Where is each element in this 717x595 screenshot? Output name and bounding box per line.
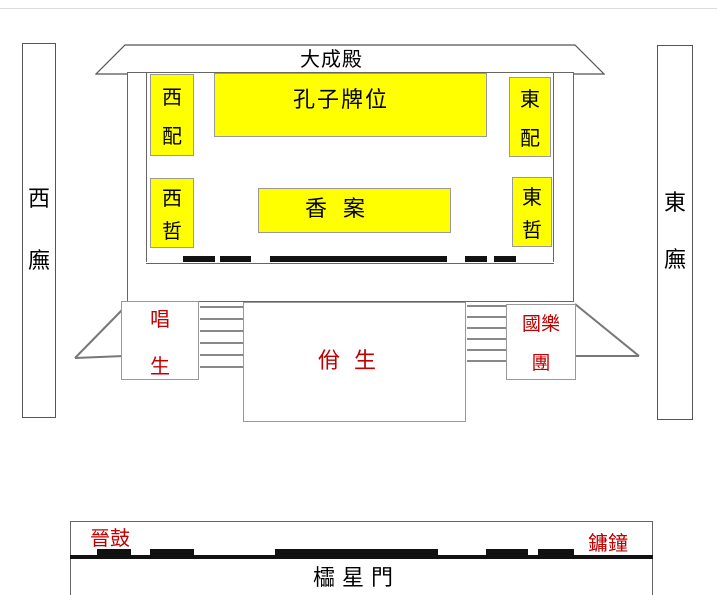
west-wing-label-1: 西 [27, 186, 50, 212]
music-group-label-2: 團 [531, 352, 551, 374]
music-group-label-1: 國樂 [521, 313, 560, 335]
gate-step-1 [97, 549, 131, 556]
hall-step-5 [494, 256, 516, 262]
west-pei-label-2: 配 [162, 124, 182, 148]
gate-step-3 [275, 549, 438, 556]
west-wing-label-2: 廡 [27, 248, 50, 274]
confucius-tablet-label: 孔子牌位 [293, 88, 390, 113]
singers-label-1: 唱 [150, 306, 170, 331]
west-zhe-label-1: 西 [162, 186, 182, 210]
west-wing: 西 廡 [22, 43, 56, 418]
left-platform-lines [74, 309, 125, 359]
hall-step-2 [220, 256, 251, 262]
top-divider [0, 8, 717, 9]
bell-label: 鏞鐘 [588, 531, 628, 555]
east-wing-label-2: 廡 [663, 248, 686, 273]
dancers-box [243, 302, 466, 422]
left-stairs [200, 306, 243, 378]
gate-step-2 [150, 549, 194, 556]
west-pei: 西 配 [150, 74, 194, 156]
hall-right-pillar [553, 72, 554, 262]
gate-step-4 [486, 549, 528, 556]
east-zhe-label-2: 哲 [522, 218, 542, 242]
incense-altar [258, 188, 451, 233]
right-stairs [467, 305, 507, 365]
east-pei-label-1: 東 [520, 87, 540, 111]
hall-step-4 [465, 256, 487, 262]
west-pei-label-1: 西 [162, 85, 182, 109]
east-zhe-label-1: 東 [522, 185, 542, 209]
gate-base-line [70, 555, 653, 559]
right-platform-lines [574, 303, 640, 357]
east-wing: 東 廡 [657, 45, 693, 420]
dancers-label: 佾 生 [318, 349, 376, 374]
singers-label-2: 生 [150, 353, 170, 378]
hall-roof [95, 44, 605, 75]
west-zhe-label-2: 哲 [162, 219, 182, 243]
east-wing-label-1: 東 [663, 191, 686, 216]
hall-floor-line [146, 263, 554, 264]
west-zhe: 西 哲 [150, 178, 194, 248]
confucius-tablet [214, 73, 487, 137]
east-pei-label-2: 配 [520, 126, 540, 150]
east-pei: 東 配 [509, 77, 551, 157]
hall-step-3 [270, 256, 447, 262]
drum-label: 晉鼓 [90, 526, 130, 550]
east-zhe: 東 哲 [512, 177, 552, 247]
gate-step-5 [538, 549, 574, 556]
music-group-box: 國樂 團 [506, 304, 576, 380]
hall-title: 大成殿 [300, 47, 363, 71]
hall-left-pillar [146, 72, 147, 262]
incense-altar-label: 香案 [305, 197, 382, 222]
hall-step-1 [183, 256, 215, 262]
gate-label: 櫺 星 門 [313, 566, 393, 591]
singers-box: 唱 生 [121, 301, 199, 380]
